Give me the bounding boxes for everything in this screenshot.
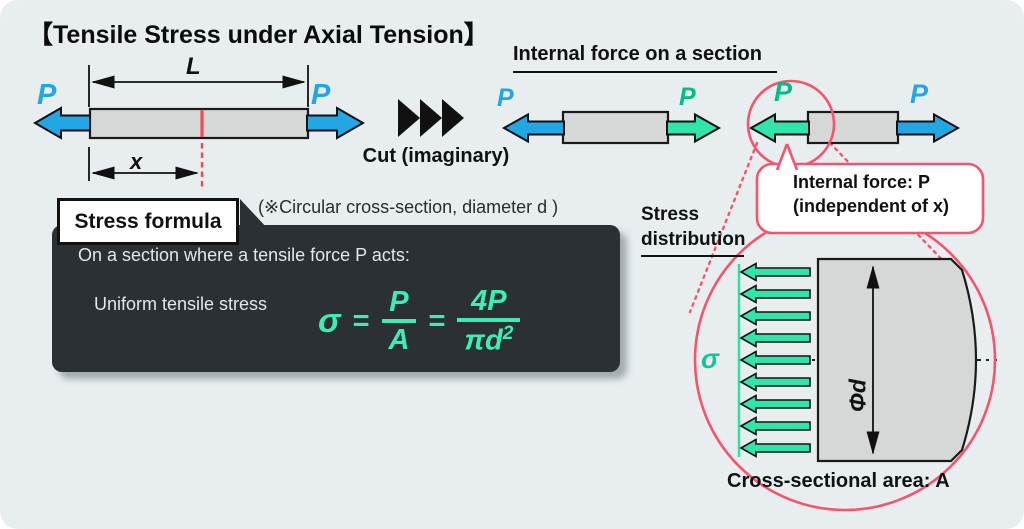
force-arrow-right	[306, 106, 366, 140]
stress-distribution-figure	[693, 208, 997, 512]
circular-section-note: (※Circular cross-section, diameter d )	[258, 197, 559, 217]
equals-sign: =	[428, 304, 446, 337]
cross-sectional-area-label: Cross-sectional area: A	[727, 470, 950, 492]
cut-label: Cut (imaginary)	[362, 145, 510, 167]
callout-line2: (independent of x)	[793, 196, 949, 216]
force-label-p: P	[497, 84, 514, 112]
formula-intro-line: On a section where a tensile force P act…	[78, 245, 410, 265]
x-label: x	[130, 149, 143, 174]
fraction-bar	[381, 319, 417, 323]
equals-sign: =	[352, 304, 370, 337]
fraction-p-over-a: P A	[381, 286, 417, 355]
stress-formula-panel	[52, 225, 620, 372]
internal-force-label-p: P	[679, 83, 696, 111]
external-force-arrow	[896, 112, 961, 144]
stress-formula-tab: Stress formula	[57, 198, 239, 245]
page-title: 【Tensile Stress under Axial Tension】	[28, 21, 489, 49]
force-label-p: P	[311, 79, 331, 111]
external-force-arrow	[501, 112, 565, 144]
cut-piece-left	[501, 110, 722, 145]
sigma-label: σ	[701, 344, 719, 374]
force-label-p: P	[37, 79, 57, 111]
callout-line1: Internal force: P	[793, 172, 931, 192]
cut-cylinder-body	[816, 257, 978, 463]
uniform-stress-label: Uniform tensile stress	[94, 294, 268, 314]
diameter-label: Φd	[844, 379, 871, 412]
length-label: L	[186, 53, 201, 80]
callout-bubble	[755, 143, 985, 235]
internal-force-label-p: P	[774, 77, 793, 107]
fraction-bar	[457, 318, 521, 323]
force-label-p: P	[910, 79, 929, 109]
cut-arrows-icon	[398, 99, 464, 137]
tab-label: Stress formula	[74, 209, 222, 233]
stress-formula-equation: σ = P A = 4P πd2	[318, 278, 521, 364]
fraction-4p-over-pid2: 4P πd2	[457, 285, 521, 357]
internal-force-heading: Internal force on a section	[513, 43, 762, 65]
tension-bar-figure	[32, 65, 366, 189]
stress-distribution-heading: Stress distribution	[641, 204, 746, 250]
cut-piece-right	[748, 110, 961, 145]
tab-fold-decoration	[240, 199, 268, 229]
force-arrow-left	[32, 106, 91, 140]
bar	[88, 107, 310, 140]
internal-force-arrow	[748, 112, 810, 144]
internal-force-arrow	[666, 112, 722, 144]
stress-arrows	[740, 262, 811, 458]
sigma-symbol: σ	[318, 301, 341, 340]
